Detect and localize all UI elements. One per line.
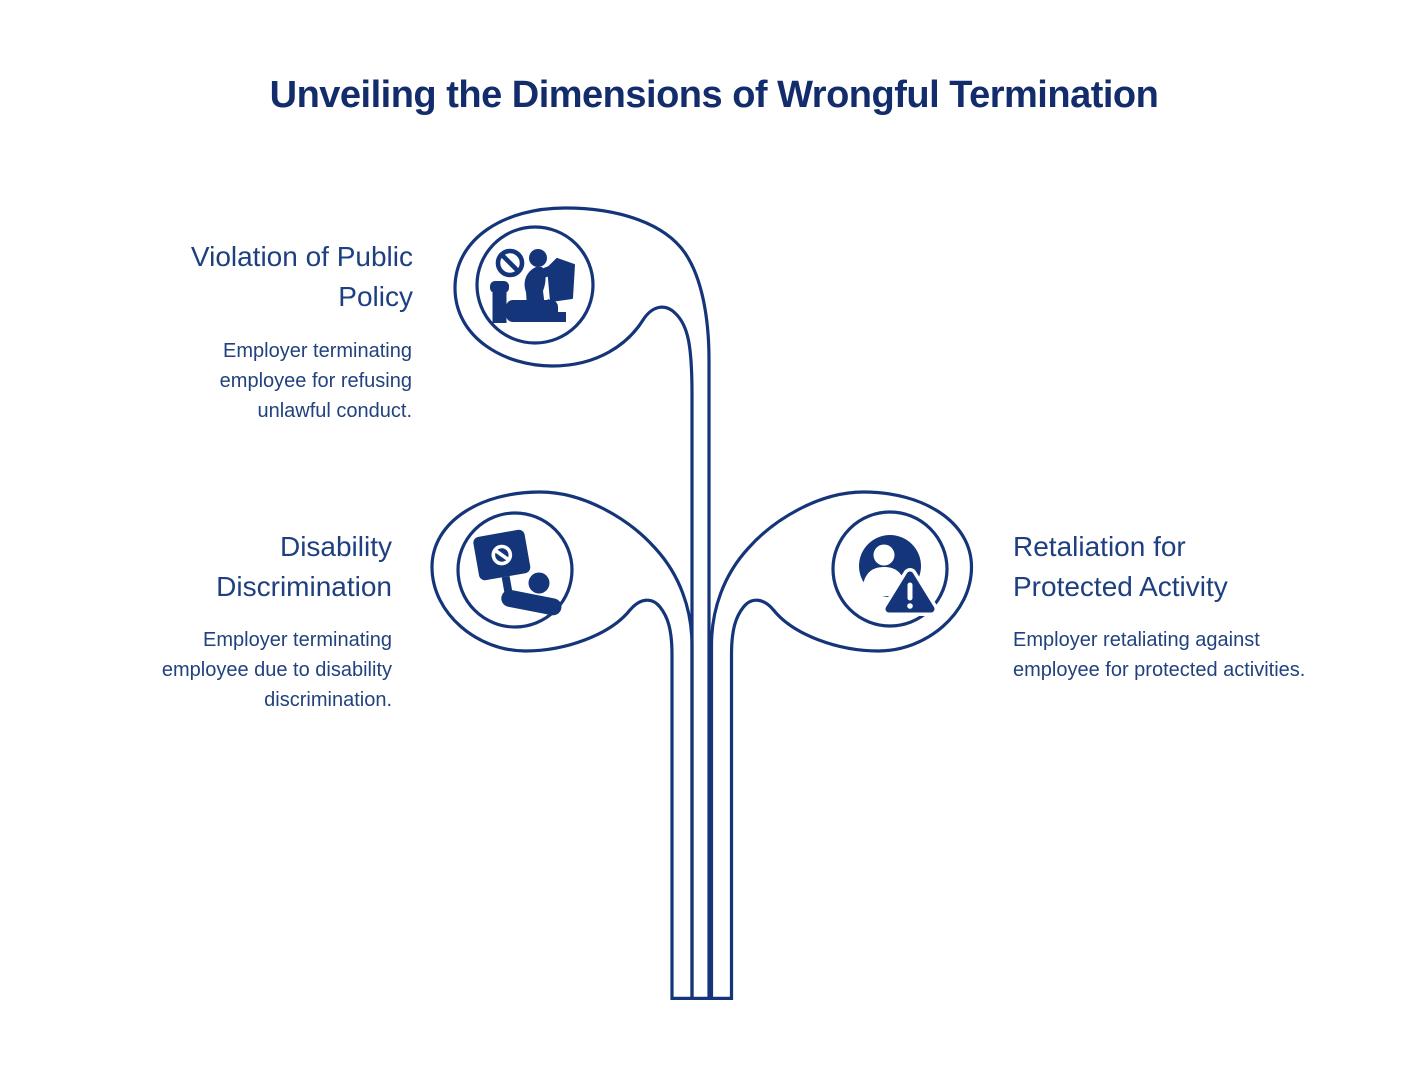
base-seat <box>506 300 558 322</box>
placard-no-slash <box>493 548 510 562</box>
icon-ring-right <box>831 510 949 628</box>
block-cap <box>490 281 509 293</box>
node-description-retaliation-protected-activity: Employer retaliating against employee fo… <box>1013 629 1306 681</box>
no-sign-slash <box>499 252 521 274</box>
held-document <box>547 258 575 302</box>
base-step <box>552 312 566 322</box>
stem-and-loops <box>430 206 974 1000</box>
placard <box>473 529 531 593</box>
placard-handle <box>501 575 513 593</box>
placard-no-ring <box>491 544 513 566</box>
block-column <box>492 292 507 323</box>
icon-ring-left <box>456 511 574 629</box>
node-heading-retaliation-protected-activity: Retaliation for Protected Activity <box>1013 531 1228 602</box>
prohibited-conduct-icon <box>490 248 575 323</box>
no-sign-ring <box>495 248 525 278</box>
holder-arm <box>501 589 562 616</box>
loop-retaliation-protected-activity <box>709 490 974 997</box>
node-description-disability-discrimination: Employer terminating employee due to dis… <box>161 629 392 711</box>
page-title: Unveiling the Dimensions of Wrongful Ter… <box>269 74 1159 116</box>
user-alert-icon <box>859 535 938 616</box>
node-description-violation-public-policy: Employer terminating employee for refusi… <box>219 340 412 422</box>
holder-head <box>528 572 550 594</box>
holder-arm-shape <box>501 589 562 616</box>
node-heading-disability-discrimination: Disability Discrimination <box>216 531 392 602</box>
person-head <box>529 249 547 267</box>
loop-disability-discrimination <box>430 490 694 997</box>
icon-ring-top <box>475 225 595 345</box>
warning-exclamation-dot <box>907 603 913 609</box>
user-head-cutout <box>873 544 895 566</box>
protest-sign-icon <box>473 529 562 616</box>
loop-violation-public-policy <box>453 206 711 997</box>
node-heading-violation-public-policy: Violation of Public Policy <box>190 241 413 312</box>
